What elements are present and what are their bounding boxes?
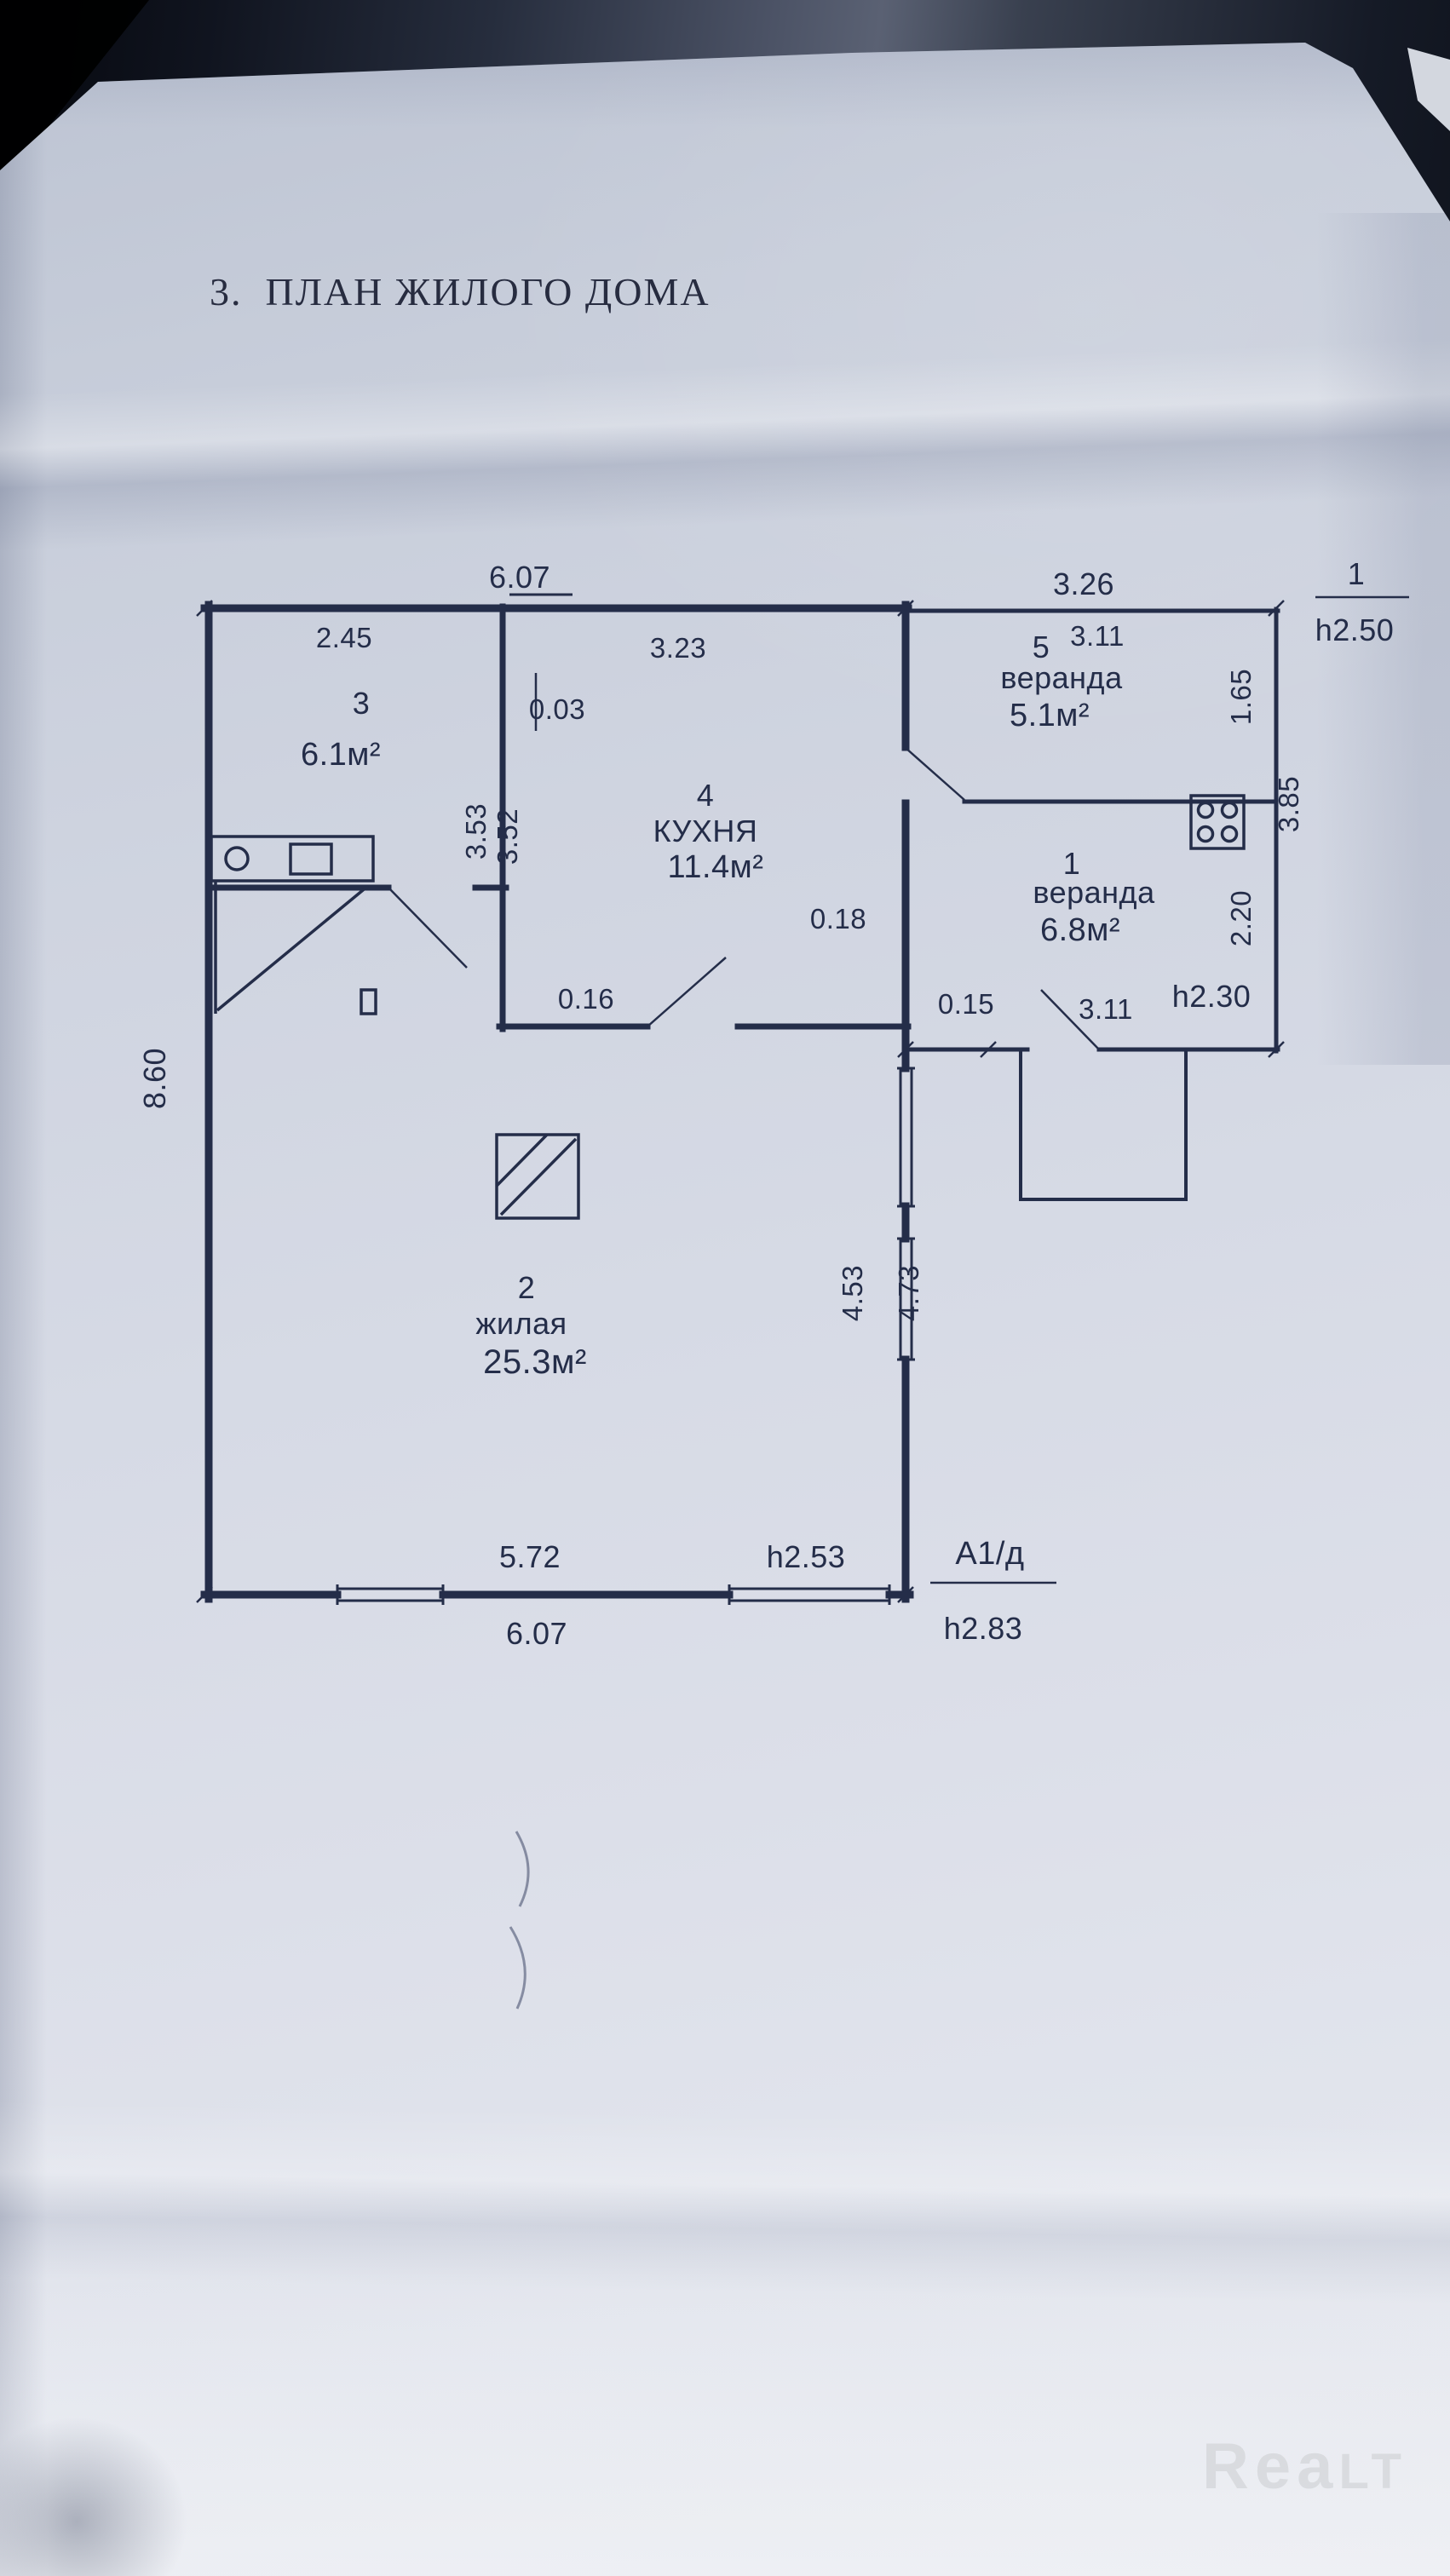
liter-house: А1/д xyxy=(955,1536,1024,1572)
stove-icon xyxy=(1189,794,1246,850)
sink-unit-icon xyxy=(289,842,333,876)
liter-veranda1-height: h2.30 xyxy=(1172,979,1251,1014)
room5-number: 5 xyxy=(1033,630,1050,664)
room1-area: 6.8м² xyxy=(1040,912,1120,948)
stove-burner-icon xyxy=(1196,801,1215,819)
interior-walls xyxy=(205,603,912,1032)
dim-veranda5-depth: 1.65 xyxy=(1225,669,1257,725)
veranda-walls xyxy=(903,607,1280,1201)
dimension-ticks xyxy=(196,600,1285,1603)
room5-name: веранда xyxy=(1000,660,1123,695)
windows xyxy=(336,593,915,1605)
room4-name: КУХНЯ xyxy=(653,814,758,848)
furnace-hatch xyxy=(495,1133,578,1216)
room2-number: 2 xyxy=(518,1270,536,1305)
watermark-part-1: Re xyxy=(1202,2430,1298,2503)
realt-watermark: Re a LT xyxy=(1202,2429,1407,2504)
liter-inner-height: h2.53 xyxy=(767,1539,846,1574)
page-title: 3. ПЛАН ЖИЛОГО ДОМА xyxy=(210,270,711,313)
dim-veranda-total-depth: 3.85 xyxy=(1273,776,1304,832)
dim-veranda-top-width: 3.26 xyxy=(1053,566,1114,601)
paper-crease-right xyxy=(1316,213,1450,1065)
paper-bottom-highlight xyxy=(0,2215,1450,2576)
stove-burner-icon xyxy=(1220,801,1239,819)
stove-burner-icon xyxy=(1220,825,1239,843)
room3-number: 3 xyxy=(353,686,371,721)
plan-labels: 6.07 3.26 1 h2.50 2.45 3.23 3.11 5 веран… xyxy=(137,556,1394,1651)
room3-area: 6.1м² xyxy=(301,737,381,773)
paper-edge-sliver xyxy=(1407,48,1450,131)
paper-corner-shade xyxy=(0,2377,230,2576)
dim-wall-016: 0.16 xyxy=(558,983,614,1015)
dim-kitchen-depth-inner: 3.52 xyxy=(492,808,523,865)
room1-number: 1 xyxy=(1063,846,1081,881)
counter-diagonal xyxy=(216,884,370,1012)
room2-name: жилая xyxy=(475,1306,567,1341)
dim-house-depth: 8.60 xyxy=(137,1048,172,1109)
room2-area: 25.3м² xyxy=(483,1343,587,1381)
room4-number: 4 xyxy=(697,778,715,813)
dim-veranda1-depth: 2.20 xyxy=(1225,890,1257,946)
liter-veranda-number: 1 xyxy=(1348,556,1366,591)
room5-area: 5.1м² xyxy=(1010,698,1090,733)
stove-burner-icon xyxy=(1196,825,1215,843)
liter-veranda-height: h2.50 xyxy=(1315,612,1395,647)
room1-name: веранда xyxy=(1033,875,1155,910)
dim-veranda1-width: 3.11 xyxy=(1079,993,1133,1025)
door-swings xyxy=(388,595,1409,1584)
counter-end xyxy=(360,988,377,1015)
watermark-part-2: a xyxy=(1297,2430,1339,2503)
fixtures xyxy=(210,794,1246,1220)
outer-walls xyxy=(200,601,914,1603)
dim-bottom-width: 6.07 xyxy=(506,1616,567,1651)
dim-bottom-inner-width: 5.72 xyxy=(499,1539,561,1574)
dim-wall-015: 0.15 xyxy=(938,988,994,1020)
dim-wall-gap: 0.03 xyxy=(529,693,585,725)
dim-kitchen-depth-outer: 3.53 xyxy=(460,803,492,860)
dim-room2-depth-outer: 4.73 xyxy=(893,1265,924,1321)
liter-house-height: h2.83 xyxy=(944,1611,1023,1646)
watermark-part-3: LT xyxy=(1338,2444,1407,2499)
room4-area: 11.4м² xyxy=(668,849,764,885)
dim-room2-depth-inner: 4.53 xyxy=(837,1265,868,1321)
sink-basin-icon xyxy=(224,846,250,871)
dim-room3-width: 2.45 xyxy=(316,622,372,653)
dim-kitchen-width: 3.23 xyxy=(650,632,706,664)
dim-wall-018: 0.18 xyxy=(810,903,866,934)
dim-veranda5-width: 3.11 xyxy=(1070,620,1125,652)
dim-top-width: 6.07 xyxy=(489,560,550,595)
crease-marks xyxy=(509,1831,530,2010)
sink-counter xyxy=(210,835,375,883)
furnace-icon xyxy=(495,1133,580,1220)
